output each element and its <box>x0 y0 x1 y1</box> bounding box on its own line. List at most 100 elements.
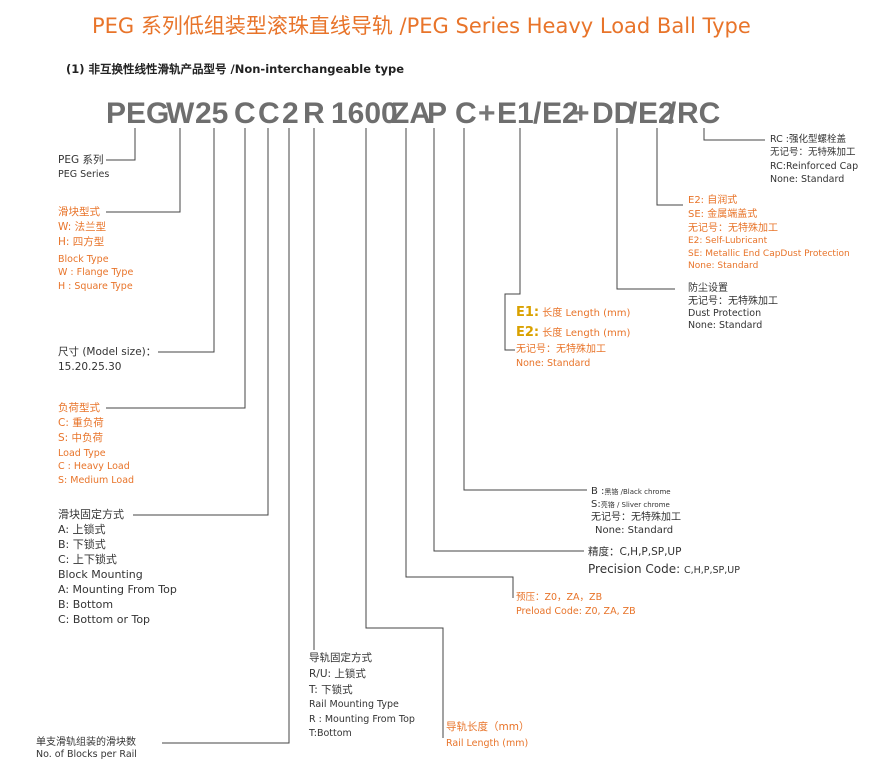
e2-value: 长度 Length (mm) <box>539 327 631 339</box>
block-type-h-cn: H: 四方型 <box>58 236 105 249</box>
precision-en: Precision Code: C,H,P,SP,UP <box>588 560 740 579</box>
rc-none-cn: 无记号：无特殊加工 <box>770 147 856 159</box>
e1-length: E1: 长度 Length (mm) <box>516 303 630 323</box>
code-model-size: 25 <box>195 97 229 130</box>
leader-preload <box>405 128 514 598</box>
code-rail-mounting: R <box>303 97 325 130</box>
label-rail-length: 导轨长度（mm） Rail Length (mm) <box>446 719 529 751</box>
code-dust: DD <box>592 97 636 130</box>
leader-blocks-per-rail <box>162 128 290 744</box>
label-dust: 防尘设置 无记号：无特殊加工 Dust Protection None: Sta… <box>688 282 778 333</box>
rc-cn: RC :强化型螺栓盖 <box>770 134 846 145</box>
label-block-mounting: 滑块固定方式 A: 上锁式 B: 下锁式 C: 上下锁式 Block Mount… <box>58 508 177 628</box>
precision-cn: 精度：C,H,P,SP,UP <box>588 546 682 558</box>
precision-en-label: Precision Code: <box>588 562 684 577</box>
surface-s-text: 亮铬 / Sliver chrome <box>600 501 670 509</box>
block-mounting-b-en: B: Bottom <box>58 597 114 611</box>
rail-mounting-t-cn: T: 下锁式 <box>309 683 353 696</box>
code-e2-lub: E2 <box>638 97 675 130</box>
dust-cn: 防尘设置 <box>688 283 728 294</box>
e2-key: E2: <box>516 324 540 340</box>
label-rc: RC :强化型螺栓盖 无记号：无特殊加工 RC:Reinforced Cap N… <box>770 133 858 187</box>
label-load-type: 负荷型式 C: 重负荷 S: 中负荷 Load Type C : Heavy L… <box>58 401 134 488</box>
code-surface: C <box>455 97 477 130</box>
surface-b-text: 黑铬 /Black chrome <box>604 488 671 496</box>
label-series: PEG 系列 PEG Series <box>58 153 109 182</box>
preload-en: Preload Code: Z0, ZA, ZB <box>516 605 636 617</box>
leader-rc <box>703 128 765 141</box>
code-e2: E2 <box>542 97 579 130</box>
leader-surface <box>463 128 587 491</box>
code-blocks-per-rail: 2 <box>282 97 299 130</box>
leader-load-type <box>106 128 246 409</box>
block-type-en: Block Type <box>58 253 109 265</box>
rail-length-cn: 导轨长度（mm） <box>446 721 530 733</box>
block-mounting-c-en: C: Bottom or Top <box>58 612 151 626</box>
load-type-c-en: C : Heavy Load <box>58 461 130 473</box>
code-block-mounting: C <box>258 97 280 130</box>
surface-s: S:亮铬 / Sliver chrome <box>591 498 681 511</box>
series-en: PEG Series <box>58 169 110 181</box>
rail-mounting-t-en: T:Bottom <box>309 727 352 739</box>
e2-length: E2: 长度 Length (mm) <box>516 323 630 343</box>
se-en: SE: Metallic End CapDust Protection <box>688 248 850 259</box>
block-mounting-cn: 滑块固定方式 <box>58 508 124 521</box>
label-surface: B :黑铬 /Black chrome S:亮铬 / Sliver chrome… <box>591 485 681 537</box>
code-slash-1: / <box>533 97 542 130</box>
load-type-c-cn: C: 重负荷 <box>58 417 104 430</box>
surface-b-key: B : <box>591 486 605 497</box>
leader-block-mounting <box>133 128 269 516</box>
leader-rail-length <box>365 128 444 738</box>
leader-precision <box>433 128 584 552</box>
e1-key: E1: <box>516 305 540 320</box>
blocks-per-rail-cn: 单支滑轨组装的滑块数 <box>36 737 136 748</box>
load-type-cn: 负荷型式 <box>58 402 100 414</box>
code-peg: PEG <box>106 97 170 130</box>
surface-s-key: S: <box>591 499 601 510</box>
label-rail-mounting: 导轨固定方式 R/U: 上锁式 T: 下锁式 Rail Mounting Typ… <box>309 651 415 741</box>
block-mounting-b-cn: B: 下锁式 <box>58 537 106 551</box>
section-subtitle: (1) 非互换性线性滑轨产品型号 /Non-interchangeable ty… <box>66 62 405 76</box>
leader-e1e2 <box>504 128 521 351</box>
code-precision: P <box>427 97 448 130</box>
surface-none-cn: 无记号：无特殊加工 <box>591 512 681 523</box>
code-plus-2: + <box>572 97 590 130</box>
precision-en-codes: C,H,P,SP,UP <box>683 565 740 577</box>
e2-lub-none-en: None: Standard <box>688 261 759 272</box>
page-title: PEG 系列低组装型滚珠直线导轨 /PEG Series Heavy Load … <box>92 14 751 38</box>
code-plus-1: + <box>478 97 496 130</box>
rail-mounting-r-en: R : Mounting From Top <box>309 713 415 725</box>
rail-mounting-cn: 导轨固定方式 <box>309 652 372 664</box>
e2-lub-none-cn: 无记号：无特殊加工 <box>688 222 778 234</box>
se-cn: SE: 金属端盖式 <box>688 208 758 220</box>
label-model-size: 尺寸 (Model size)： 15.20.25.30 <box>58 345 156 375</box>
load-type-en: Load Type <box>58 447 106 459</box>
block-mounting-c-cn: C: 上下锁式 <box>58 552 117 566</box>
series-cn: PEG 系列 <box>58 154 104 166</box>
block-mounting-a-en: A: Mounting From Top <box>58 582 177 596</box>
model-size-values: 15.20.25.30 <box>58 361 122 374</box>
e2-lub-cn: E2: 自润式 <box>688 195 738 206</box>
leader-series <box>106 128 136 161</box>
rc-en: RC:Reinforced Cap <box>770 160 859 172</box>
block-type-w-cn: W: 法兰型 <box>58 221 107 234</box>
label-precision: 精度：C,H,P,SP,UP Precision Code: C,H,P,SP,… <box>588 544 740 579</box>
dust-en: Dust Protection <box>688 308 762 319</box>
e1e2-none-en: None: Standard <box>516 358 591 369</box>
e2-lub-en: E2: Self-Lubricant <box>688 236 768 247</box>
block-mounting-en: Block Mounting <box>58 567 143 581</box>
code-rail-length: 1600 <box>331 97 398 130</box>
block-type-cn: 滑块型式 <box>58 206 100 218</box>
rail-length-en: Rail Length (mm) <box>446 737 529 749</box>
code-e1: E1 <box>497 97 534 130</box>
surface-none-en: None: Standard <box>595 525 674 536</box>
label-preload: 预压：Z0，ZA，ZB Preload Code: Z0, ZA, ZB <box>516 591 636 619</box>
code-slash-3: / <box>668 97 677 130</box>
code-preload: ZA <box>391 97 431 130</box>
e1e2-none-cn: 无记号：无特殊加工 <box>516 344 606 355</box>
code-load-type: C <box>234 97 256 130</box>
label-block-type: 滑块型式 W: 法兰型 H: 四方型 Block Type W : Flange… <box>58 205 133 294</box>
load-type-s-cn: S: 中负荷 <box>58 432 104 445</box>
dust-none-en: None: Standard <box>688 320 763 332</box>
